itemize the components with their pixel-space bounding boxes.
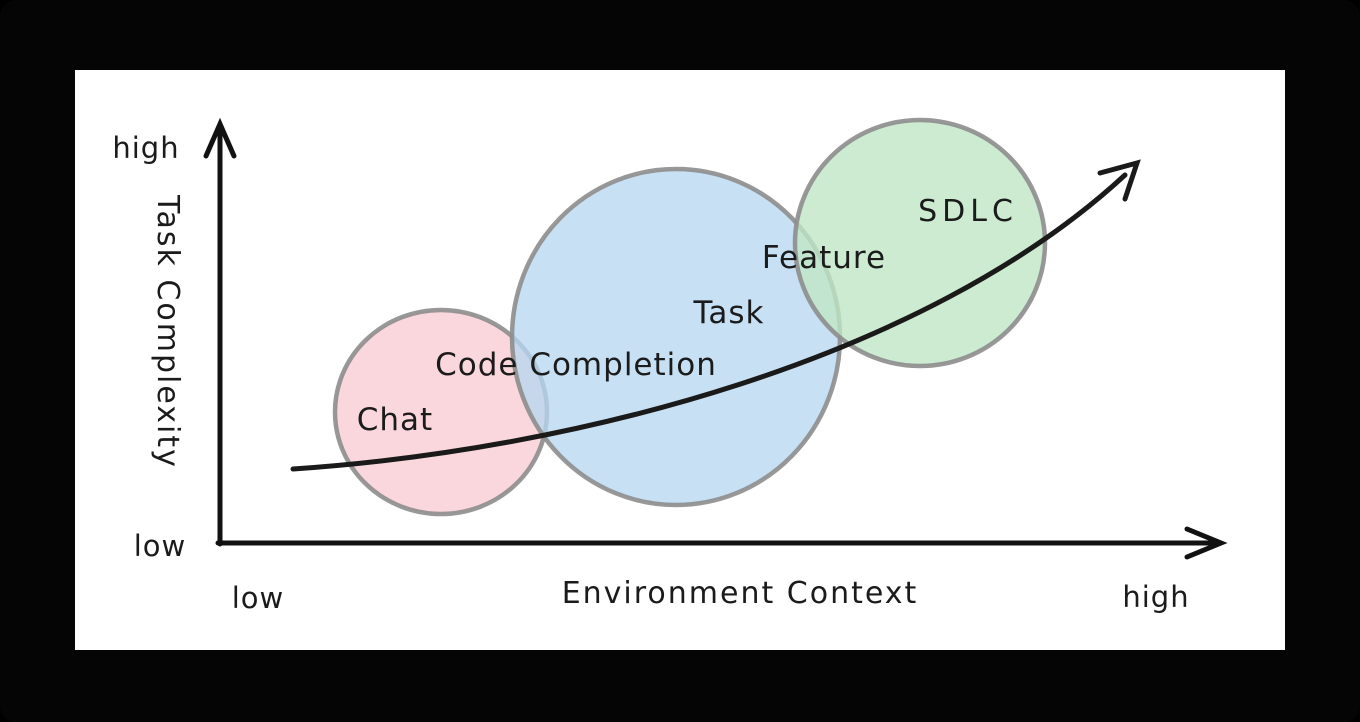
task-bubble-label: Task bbox=[693, 295, 765, 331]
bubble-diagram-svg: high Task Complexity low low Environment… bbox=[112, 117, 1228, 615]
y-axis-low-label: low bbox=[134, 529, 187, 563]
sdlc-bubble bbox=[792, 117, 1048, 369]
y-axis-arrowhead-icon bbox=[203, 117, 237, 159]
x-axis-title: Environment Context bbox=[562, 576, 919, 611]
y-axis-title: Task Complexity bbox=[150, 194, 185, 469]
diagram-panel: high Task Complexity low low Environment… bbox=[75, 70, 1285, 650]
x-axis-arrowhead-icon bbox=[1184, 526, 1228, 560]
x-axis bbox=[215, 526, 1228, 560]
sdlc-bubble-label: SDLC bbox=[918, 194, 1018, 229]
trend-arrow bbox=[290, 159, 1141, 472]
y-axis-high-label: high bbox=[112, 131, 179, 165]
chat-bubble-label: Chat bbox=[357, 402, 433, 438]
x-axis-high-label: high bbox=[1122, 580, 1189, 614]
code-completion-label: Code Completion bbox=[435, 347, 717, 383]
trend-arrow-curve bbox=[290, 172, 1128, 472]
x-axis-low-label: low bbox=[232, 581, 285, 615]
y-axis bbox=[203, 117, 237, 547]
feature-label: Feature bbox=[762, 240, 886, 276]
trend-arrowhead-icon bbox=[1097, 159, 1141, 202]
task-bubble bbox=[509, 166, 843, 508]
